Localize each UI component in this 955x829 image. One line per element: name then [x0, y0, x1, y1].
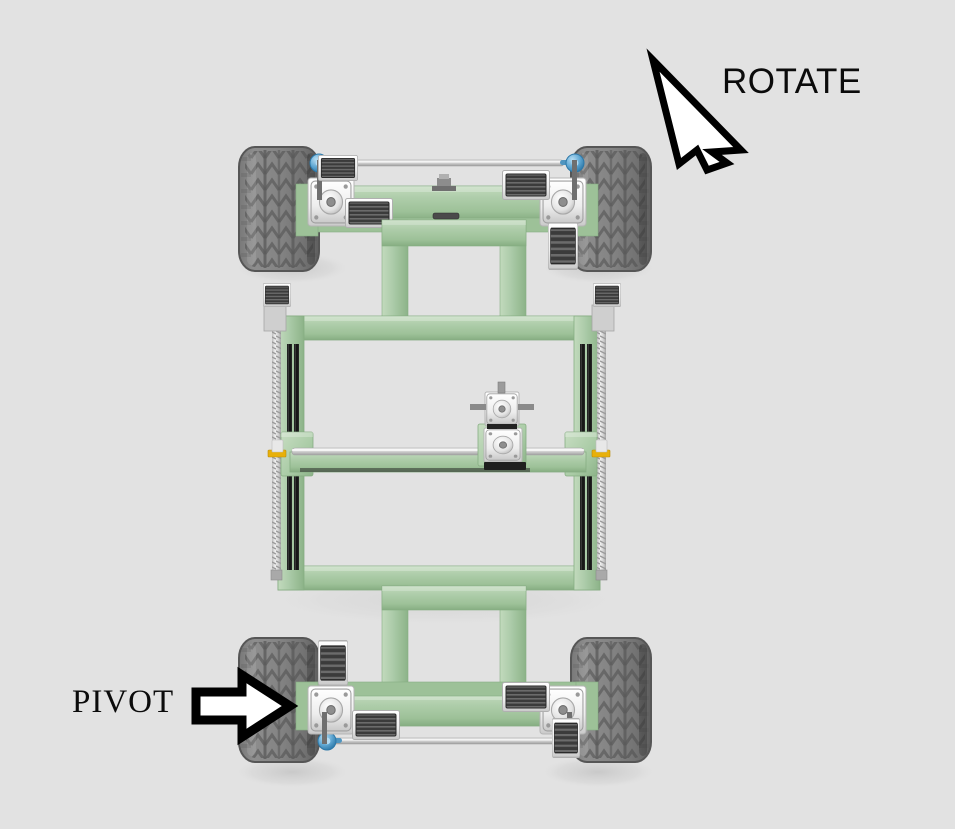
stepper-motor-left-top — [263, 283, 291, 332]
knuckle-rear-right — [502, 681, 599, 758]
main-gantry-frame — [263, 283, 621, 591]
center-gantry-head — [470, 381, 534, 470]
linear-rail-right — [580, 344, 592, 570]
gantry-top-beam — [277, 315, 601, 341]
front-beam-clamp — [432, 212, 460, 220]
pivot-arrow-icon — [191, 666, 299, 746]
rotate-label: ROTATE — [722, 62, 862, 101]
knuckle-front-left — [295, 155, 393, 237]
knuckle-front-right — [502, 160, 599, 270]
rotate-arrow-icon — [646, 48, 749, 175]
linear-rail-left — [287, 344, 299, 570]
rear-yoke — [381, 585, 527, 697]
pivot-label: PIVOT — [72, 684, 175, 720]
front-yoke — [381, 219, 527, 321]
front-center-post — [432, 174, 456, 191]
stepper-motor-right-top — [591, 283, 621, 332]
rear-axle-assembly — [237, 636, 653, 764]
